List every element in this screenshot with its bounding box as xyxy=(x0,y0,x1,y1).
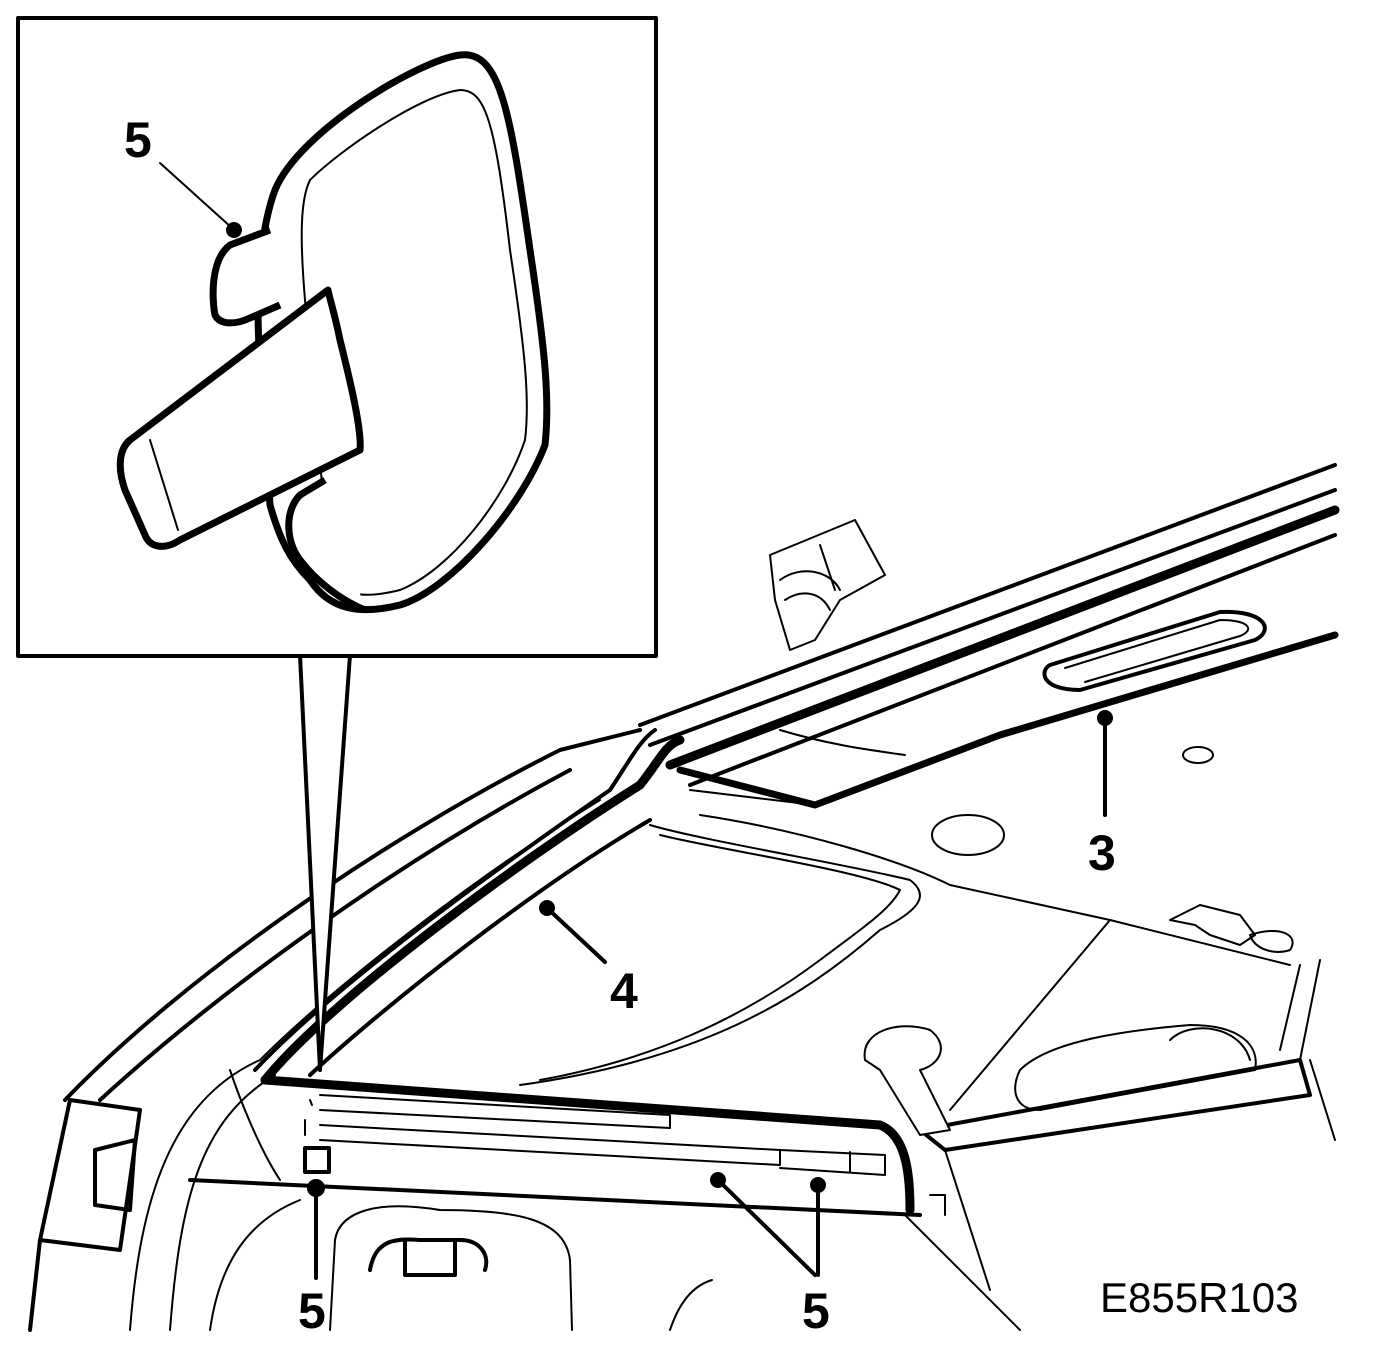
right-trim-lower xyxy=(944,1059,1336,1291)
a-pillar-trim-outer xyxy=(253,728,657,1072)
clip-arm-edge xyxy=(327,289,363,451)
lower-trim-hook xyxy=(904,1194,1021,1331)
a-pillar-trim-face xyxy=(308,818,652,1077)
lower-trim-strip xyxy=(319,1094,671,1129)
inset-callout-leader xyxy=(159,162,233,229)
callout-4-label: 4 xyxy=(610,963,638,1019)
headliner-hole-large xyxy=(931,814,1005,856)
lower-trim-strip-2 xyxy=(319,1124,781,1166)
roof-seal-strip xyxy=(665,505,1340,770)
dash-left-curve xyxy=(209,1069,301,1331)
right-trim-panel xyxy=(918,1058,1312,1152)
lower-trim-clip-slot xyxy=(779,1149,886,1176)
callout-5-right-leader-a xyxy=(716,1178,817,1277)
callout-4: 4 xyxy=(539,900,638,1019)
callout-5-left: 5 xyxy=(298,1179,326,1339)
roof-rail-outer xyxy=(638,463,1337,727)
clip-body-inner-left xyxy=(300,179,331,571)
pillar-edge-line xyxy=(129,799,601,1331)
inset-callout-dot xyxy=(226,222,242,238)
windshield-frame xyxy=(519,824,921,1086)
headliner-clip-detail xyxy=(779,544,841,611)
roof-rail-mid xyxy=(648,488,1337,747)
lower-trim-clip-square xyxy=(303,1146,331,1174)
dash-lower-arch xyxy=(329,1205,573,1331)
windshield-frame-inner xyxy=(539,834,901,1081)
callout-5-left-label: 5 xyxy=(298,1283,326,1339)
sunvisor-roll xyxy=(1169,1027,1251,1061)
lower-trim-top-edge xyxy=(260,1075,915,1215)
clip-upper-tab xyxy=(209,226,282,327)
sunvisor-hinge xyxy=(863,1025,951,1136)
rear-view-mirror-base xyxy=(1169,904,1294,953)
headliner-fold-2 xyxy=(779,729,906,756)
figure-code: E855R103 xyxy=(1100,1274,1299,1321)
roof-rail-inner xyxy=(688,533,1337,787)
callout-4-leader xyxy=(545,906,607,964)
pillar-edge-line-2 xyxy=(169,1074,276,1331)
callout-5-right: 5 xyxy=(710,1172,830,1339)
callout-3: 3 xyxy=(1088,710,1116,881)
callout-3-label: 3 xyxy=(1088,825,1116,881)
clip-dash-marks xyxy=(304,1099,313,1136)
clip-arm xyxy=(116,286,364,550)
headliner-fold xyxy=(689,789,816,806)
clip-lower-tab xyxy=(285,476,367,614)
left-side-handle xyxy=(93,1138,137,1212)
sunvisor xyxy=(1014,1024,1257,1111)
clip-arm-crease xyxy=(149,439,179,531)
headliner-clip xyxy=(769,519,886,651)
grab-handle-slot xyxy=(1042,609,1267,692)
dash-curve xyxy=(669,1279,713,1331)
headliner-hole-small xyxy=(1182,746,1214,764)
dash-vent xyxy=(368,1237,489,1277)
grab-handle-slot-inner xyxy=(1064,619,1250,683)
right-pillar xyxy=(949,919,1321,1111)
headliner-front-edge xyxy=(676,631,1339,809)
clip-body-inner xyxy=(309,89,528,596)
callout-5-right-label: 5 xyxy=(802,1283,830,1339)
inset-callout-label: 5 xyxy=(124,112,152,168)
roof-outer-edge xyxy=(63,728,642,1102)
windshield-top-band xyxy=(699,814,1291,966)
left-side-trim xyxy=(28,1098,142,1332)
vehicle-interior-illustration xyxy=(28,463,1340,1332)
clip-body xyxy=(254,51,551,614)
detail-inset: 5 xyxy=(16,16,658,1072)
